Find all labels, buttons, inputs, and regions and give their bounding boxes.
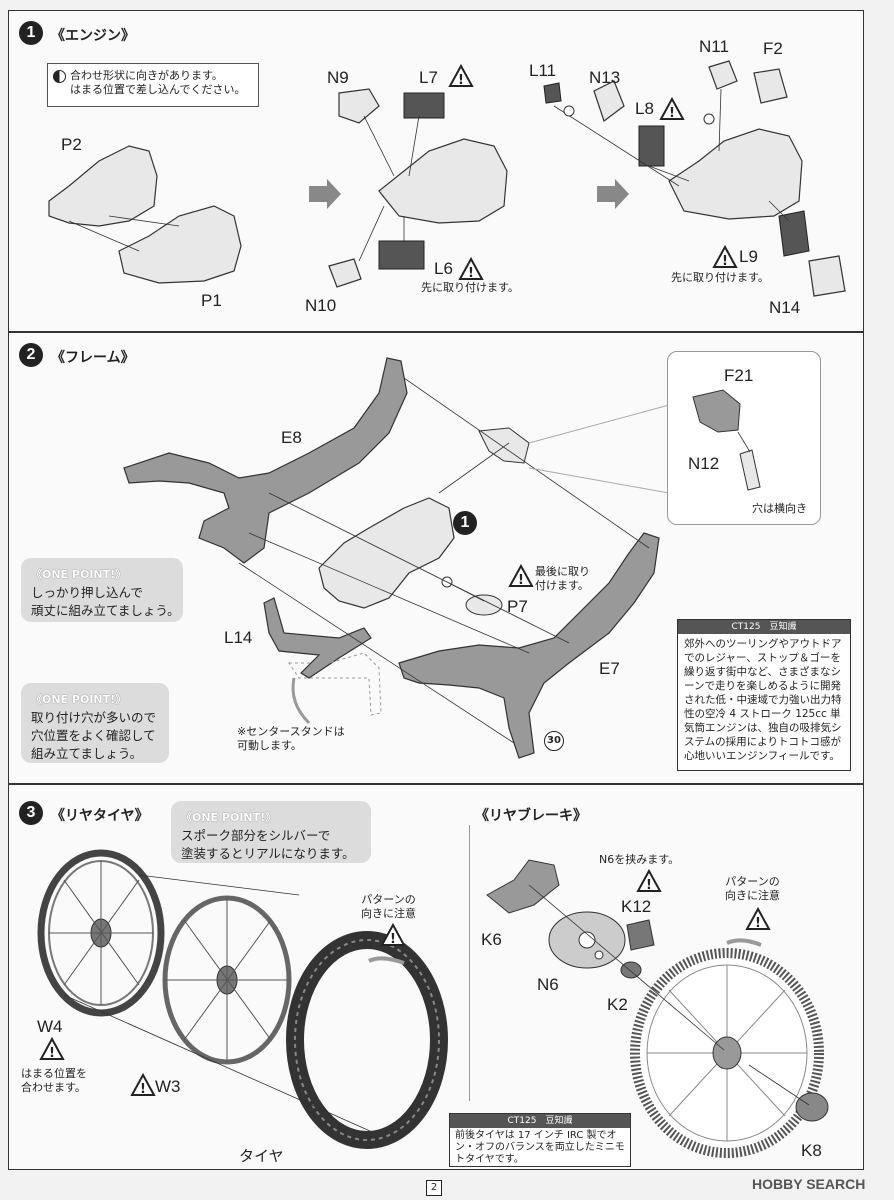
engine-assembly-diagram: !!!! [48,60,846,297]
step-number-1: 1 [19,21,43,45]
pattern-note-2: パターンの 向きに注意 [725,875,780,902]
label-f21: F21 [724,366,754,385]
half-circle-icon [53,70,66,83]
step3-panel: !!!!! 3 《リヤタイヤ》 《リヤブレーキ》 《ONE POINT!》 スポ… [8,784,864,1170]
svg-text:!: ! [468,266,474,281]
onepoint-text: しっかり押し込んで 頑丈に組み立てましょう。 [31,585,180,618]
frame-assembly-diagram: !! [123,357,792,759]
label-k12: K12 [621,897,652,916]
svg-text:!: ! [390,932,396,947]
w4-note: はまる位置を 合わせます。 [21,1067,87,1094]
trivia-box-2: CT125 豆知識 前後タイヤは 17 インチ IRC 製でオン・オフのバランス… [449,1113,631,1167]
hint-box: 合わせ形状に向きがあります。 はまる位置で差し込んでください。 [47,63,259,107]
page-number: 2 [426,1180,442,1196]
brake-divider [469,825,470,1101]
onepoint-text: スポーク部分をシルバーで 塗装するとリアルになります。 [181,828,355,861]
label-k6: K6 [481,930,502,949]
label-w4: W4 [37,1017,63,1036]
step-title: 《エンジン》 [51,28,135,44]
onepoint-text: 取り付け穴が多いので 穴位置をよく確認して 組み立てましょう。 [31,710,157,761]
p7-note: 最後に取り 付けます。 [535,565,590,592]
step-number-2: 2 [19,343,43,367]
onepoint-box-2: 《ONE POINT!》 取り付け穴が多いので 穴位置をよく確認して 組み立てま… [21,683,169,763]
step-number-3: 3 [19,801,43,825]
label-n12: N12 [688,454,720,473]
svg-text:!: ! [518,573,524,588]
watermark: HOBBY SEARCH [752,1176,866,1192]
brake-title: 《リヤブレーキ》 [475,808,587,824]
label-n6: N6 [537,975,559,994]
label-n11: N11 [699,37,729,56]
f21-n12-drawing [692,389,761,491]
svg-text:!: ! [722,254,728,269]
pattern-note: パターンの 向きに注意 [361,893,416,920]
trivia-box: CT125 豆知識 郊外へのツーリングやアウトドアでのレジャー、ストップ＆ゴーを… [677,619,851,771]
label-l7: L7 [419,68,438,87]
rear-wheel-diagram: !!!!! [37,849,829,1158]
svg-text:!: ! [755,916,761,931]
label-p1: P1 [201,291,222,310]
label-e8: E8 [281,428,302,447]
stand-note: ※センタースタンドは 可動します。 [237,725,345,752]
svg-text:!: ! [140,1082,146,1097]
trivia-text: 前後タイヤは 17 インチ IRC 製でオン・オフのバランスを両立したミニモトタ… [455,1130,625,1165]
label-tire: タイヤ [239,1148,284,1165]
onepoint-header: 《ONE POINT!》 [31,693,127,706]
trivia-header: CT125 豆知識 [450,1114,630,1128]
svg-text:!: ! [458,73,464,88]
step1-panel: !!!! 1 《エンジン》 合わせ形状に向きがあります。 はまる位置で差し込んで… [8,10,864,332]
trivia-text: 郊外へのツーリングやアウトドアでのレジャー、ストップ＆ゴーを繰り返す街中など、さ… [684,638,842,762]
label-l11: L11 [529,61,557,80]
step2-panel: !! 2 《フレーム》 E8 E7 P7 最後に取り 付けます。 L14 ※セン… [8,332,864,784]
n6-note: N6を挟みます。 [599,853,680,866]
label-w3: W3 [155,1077,181,1096]
label-n10: N10 [305,296,337,315]
label-l8: L8 [635,99,654,118]
label-k2: K2 [607,995,628,1014]
f21-detail-box: F21 N12 穴は横向き [667,351,821,525]
onepoint-header: 《ONE POINT!》 [31,568,127,581]
label-n13: N13 [589,68,621,87]
label-l9: L9 [739,247,758,266]
trivia-header: CT125 豆知識 [678,620,850,634]
step-title: 《フレーム》 [51,350,135,366]
svg-text:!: ! [646,878,652,893]
label-p7: P7 [507,597,528,616]
step-title: 《リヤタイヤ》 [51,808,149,824]
onepoint-header: 《ONE POINT!》 [181,811,277,824]
onepoint-box-1: 《ONE POINT!》 しっかり押し込んで 頑丈に組み立てましょう。 [21,558,183,622]
l6-note: 先に取り付けます。 [421,281,519,294]
n12-note: 穴は横向き [752,502,807,515]
label-l14: L14 [224,628,253,647]
l9-note: 先に取り付けます。 [671,271,769,284]
label-p2: P2 [61,135,82,154]
label-f2: F2 [763,39,783,58]
onepoint-box-3: 《ONE POINT!》 スポーク部分をシルバーで 塗装するとリアルになります。 [171,801,371,863]
page-reference-30: 30 [544,731,564,751]
svg-text:!: ! [669,106,675,121]
step-reference-1: 1 [453,511,477,535]
label-e7: E7 [599,659,620,678]
label-n9: N9 [327,68,349,87]
label-l6: L6 [434,259,453,278]
label-k8: K8 [801,1141,822,1160]
label-n14: N14 [769,298,801,317]
svg-text:!: ! [49,1046,55,1061]
hint-text: 合わせ形状に向きがあります。 はまる位置で差し込んでください。 [70,69,246,96]
